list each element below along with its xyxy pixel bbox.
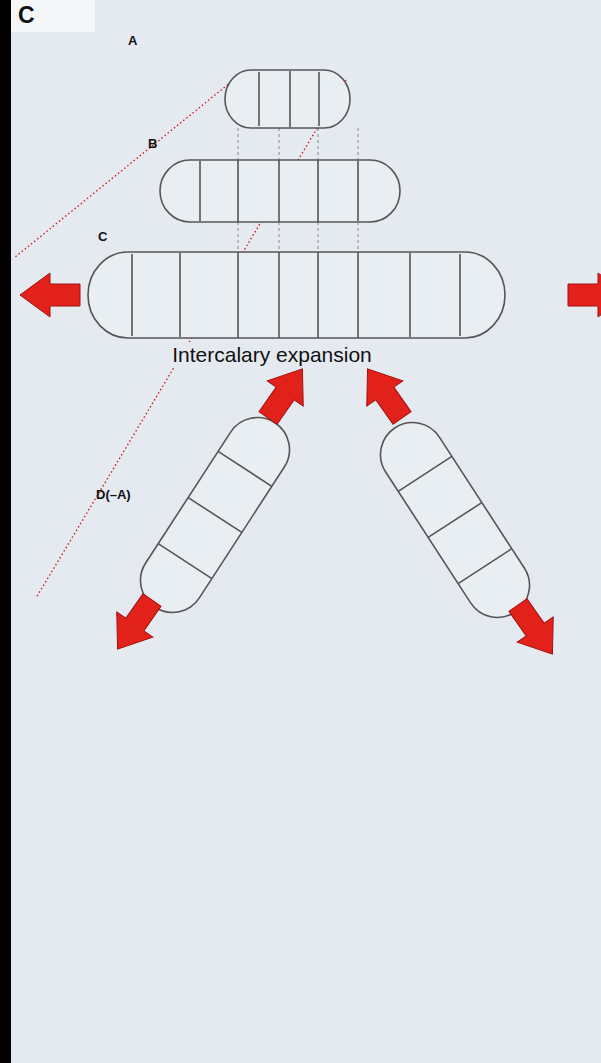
segment-piece-left bbox=[128, 405, 301, 624]
caption-text: Intercalary expansion bbox=[169, 342, 375, 367]
segment-row-a bbox=[225, 70, 350, 128]
panel-letter: C bbox=[18, 3, 35, 28]
block-arrows bbox=[20, 273, 601, 667]
segment-row-b bbox=[160, 160, 400, 222]
stage-label: B bbox=[148, 137, 157, 151]
segment-row-c bbox=[88, 252, 505, 338]
stage-label: A bbox=[128, 34, 137, 48]
black-edge bbox=[0, 0, 11, 1063]
panel-tab bbox=[11, 0, 95, 32]
segment-piece-right bbox=[368, 410, 541, 629]
stage-label: C bbox=[98, 230, 107, 244]
stage-label: D(–A) bbox=[96, 488, 131, 502]
